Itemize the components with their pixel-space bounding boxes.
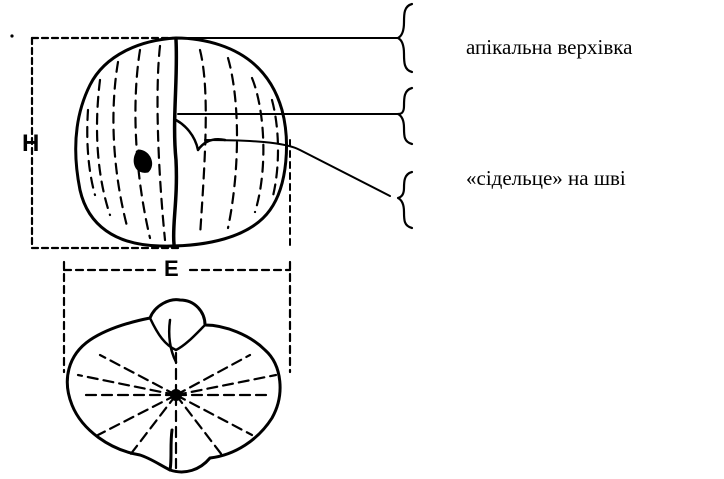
braces: [398, 4, 412, 228]
height-dimension-box: [32, 38, 178, 248]
brace-saddle: [398, 172, 412, 228]
brace-middle: [398, 88, 412, 144]
label-width: E: [164, 256, 179, 282]
label-apical-apex: апікальна верхівка: [466, 35, 632, 60]
walnut-top-view: [67, 300, 280, 472]
label-suture-saddle: «сідельце» на шві: [466, 166, 626, 191]
leader-lines: [176, 38, 398, 196]
brace-apex: [398, 4, 412, 72]
label-height: H: [22, 130, 39, 158]
leader-saddle: [205, 140, 390, 196]
stray-dot: [10, 34, 13, 37]
